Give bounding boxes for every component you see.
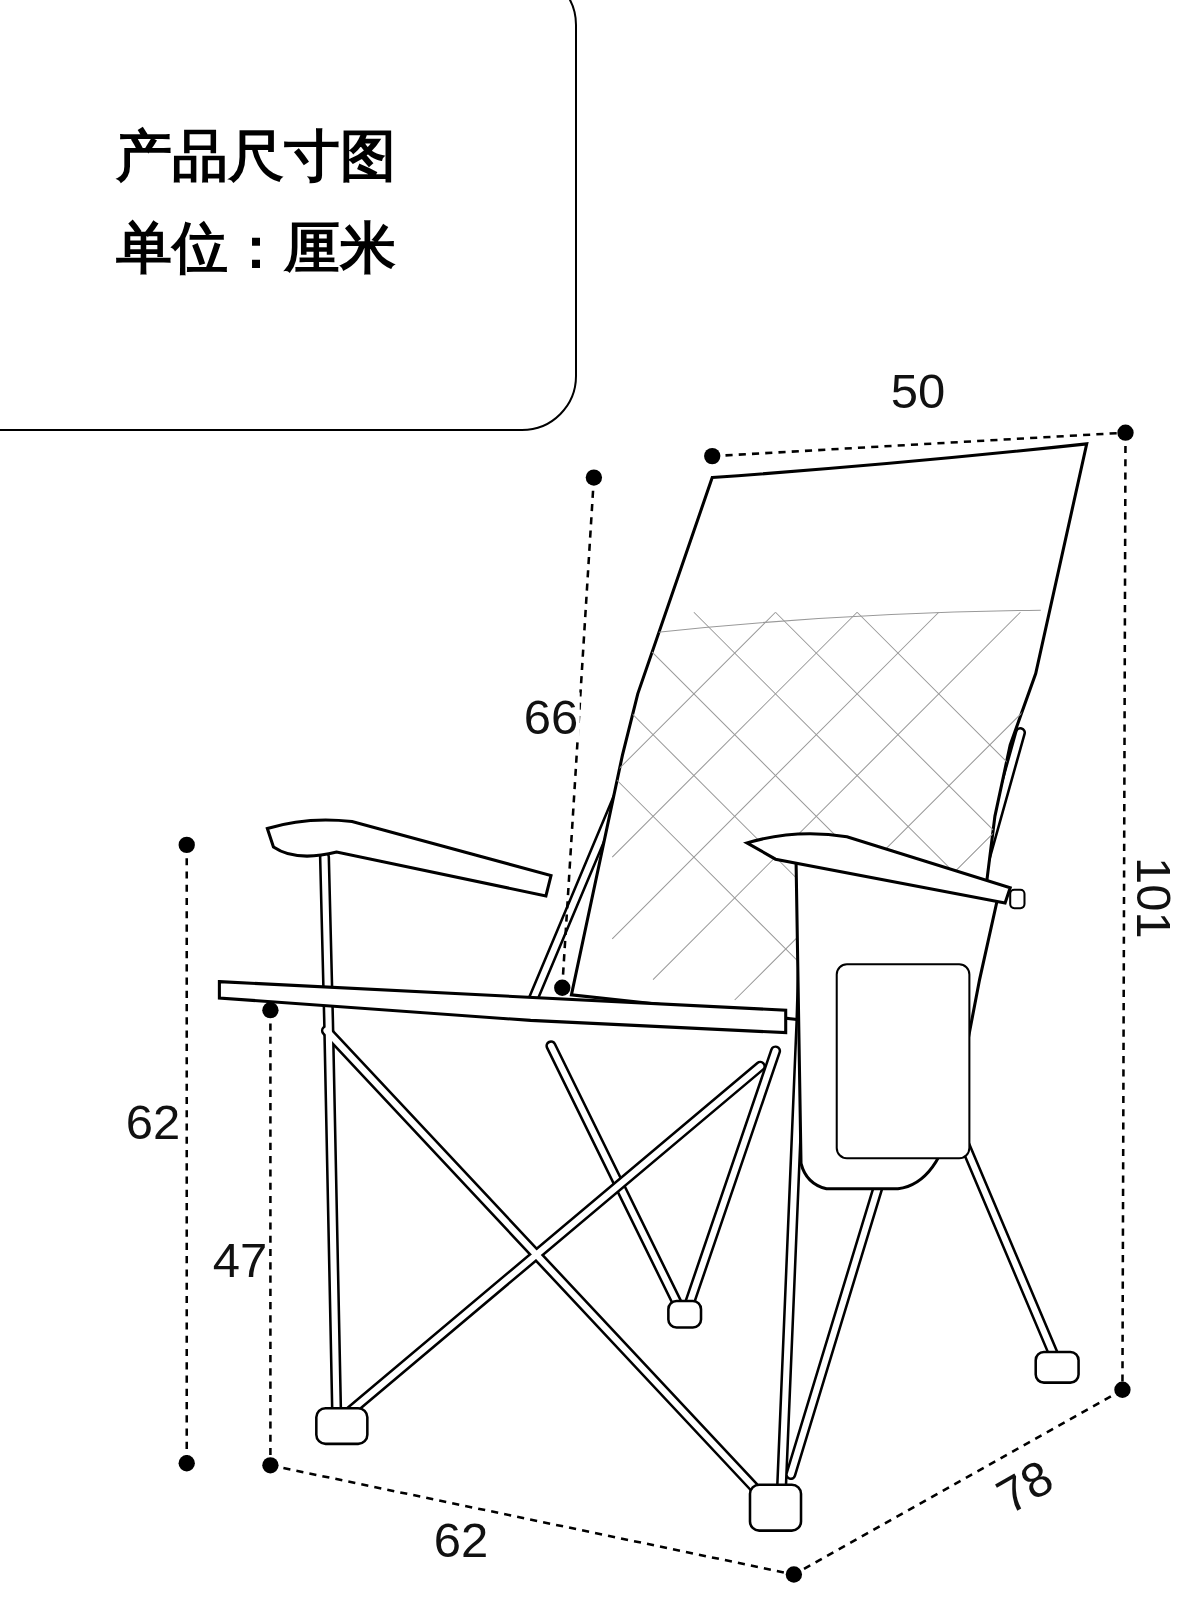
title-panel: 产品尺寸图单位：厘米	[0, 0, 577, 431]
dimension-value: 66	[523, 693, 580, 742]
dimension-dots	[179, 424, 1134, 1582]
unit-note: 单位：厘米	[116, 214, 575, 281]
dimension-value: 78	[988, 1452, 1061, 1523]
dimension-value: 62	[125, 1098, 182, 1147]
dimension-lines	[187, 433, 1126, 1575]
dimension-value: 50	[890, 367, 947, 416]
dimension-value: 62	[433, 1516, 490, 1565]
dimension-value: 47	[212, 1236, 269, 1285]
chair-drawing	[179, 424, 1134, 1582]
panel-heading: 产品尺寸图	[116, 122, 575, 189]
dimension-value: 101	[1129, 856, 1178, 940]
